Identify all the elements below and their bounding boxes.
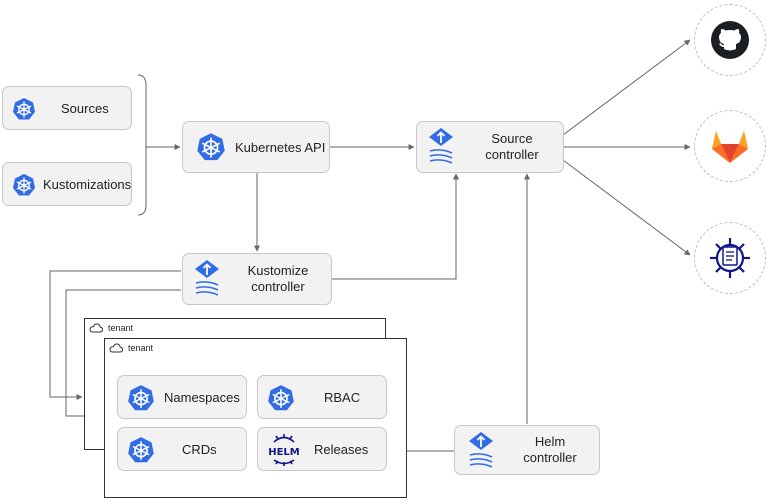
- helm-repository-node: [694, 222, 766, 294]
- helm-repository-icon: [710, 238, 750, 278]
- kustomizations-box: Kustomizations: [2, 162, 132, 206]
- helm-logo-text: HELM: [268, 447, 300, 458]
- sources-box: Sources: [2, 86, 132, 130]
- tenant-frame-front: tenant Namespaces RBAC CRDs: [104, 338, 407, 498]
- kustomize-controller-line2: controller: [251, 279, 305, 294]
- kubernetes-icon: [13, 98, 35, 120]
- helm-controller-line1: Helm: [534, 434, 566, 449]
- github-node: [694, 4, 766, 76]
- kubernetes-api-label: Kubernetes API: [235, 139, 326, 155]
- helm-controller-line2: controller: [523, 450, 577, 465]
- tenant-header: tenant: [85, 319, 385, 337]
- tenant-label: tenant: [128, 343, 154, 353]
- releases-box: HELM Releases: [257, 427, 387, 471]
- kustomizations-label: Kustomizations: [43, 176, 132, 192]
- tenant-header: tenant: [105, 339, 406, 357]
- tenant-label: tenant: [108, 323, 134, 333]
- kubernetes-icon: [128, 385, 154, 411]
- bracket: [137, 74, 147, 216]
- github-icon: [711, 21, 749, 59]
- source-controller-line2: controller: [485, 147, 539, 162]
- releases-label: Releases: [314, 441, 369, 457]
- kubernetes-icon: [268, 385, 294, 411]
- gitlab-node: [694, 110, 766, 182]
- source-controller-label: Source controller: [467, 131, 557, 163]
- arrow-source-helmrepo: [562, 159, 691, 256]
- namespaces-label: Namespaces: [164, 389, 240, 405]
- cloud-icon: [109, 343, 123, 353]
- rbac-label: RBAC: [324, 389, 361, 405]
- cloud-icon: [89, 323, 103, 333]
- helm-icon: HELM: [268, 434, 300, 466]
- namespaces-box: Namespaces: [117, 375, 247, 419]
- kubernetes-icon: [128, 437, 154, 463]
- flux-icon: [469, 432, 493, 468]
- sources-label: Sources: [61, 100, 109, 116]
- source-controller-box: Source controller: [416, 121, 564, 173]
- arrow-source-github: [562, 39, 691, 136]
- helm-controller-label: Helm controller: [505, 434, 595, 466]
- flux-icon: [195, 260, 219, 296]
- rbac-box: RBAC: [257, 375, 387, 419]
- flux-icon: [429, 128, 453, 164]
- gitlab-icon: [712, 131, 748, 163]
- kubernetes-api-box: Kubernetes API: [182, 121, 330, 173]
- kustomize-controller-line1: Kustomize: [247, 263, 309, 278]
- helm-controller-box: Helm controller: [454, 425, 600, 475]
- kubernetes-icon: [197, 133, 225, 161]
- arrow-kustomize-source: [332, 173, 459, 280]
- crds-label: CRDs: [182, 441, 217, 457]
- kustomize-controller-label: Kustomize controller: [233, 263, 323, 295]
- kustomize-controller-box: Kustomize controller: [182, 253, 332, 305]
- crds-box: CRDs: [117, 427, 247, 471]
- source-controller-line1: Source: [491, 131, 533, 146]
- kubernetes-icon: [13, 174, 35, 196]
